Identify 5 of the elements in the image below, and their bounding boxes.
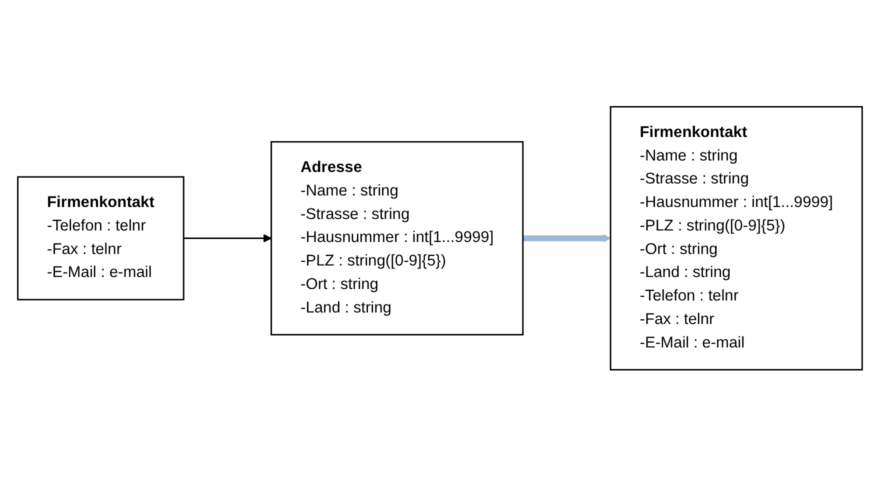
arrow — [522, 234, 611, 243]
node-box: Adresse -Name : string -Strasse : string -Hausnummer : int[1...9999] -PLZ : string([0-9]{5}) -Ort : string -Land : string — [270, 141, 524, 336]
node-box: Firmenkontakt -Name : string -Strasse : string -Hausnummer : int[1...9999] -PLZ : string([0-9]{5}) -Ort : string -Land : string -Telefon : telnr -Fax : telnr -E-Mail : e-mail — [610, 106, 863, 371]
arrow — [184, 234, 272, 243]
node-box: Firmenkontakt -Telefon : telnr -Fax : telnr -E-Mail : e-mail — [17, 176, 184, 301]
